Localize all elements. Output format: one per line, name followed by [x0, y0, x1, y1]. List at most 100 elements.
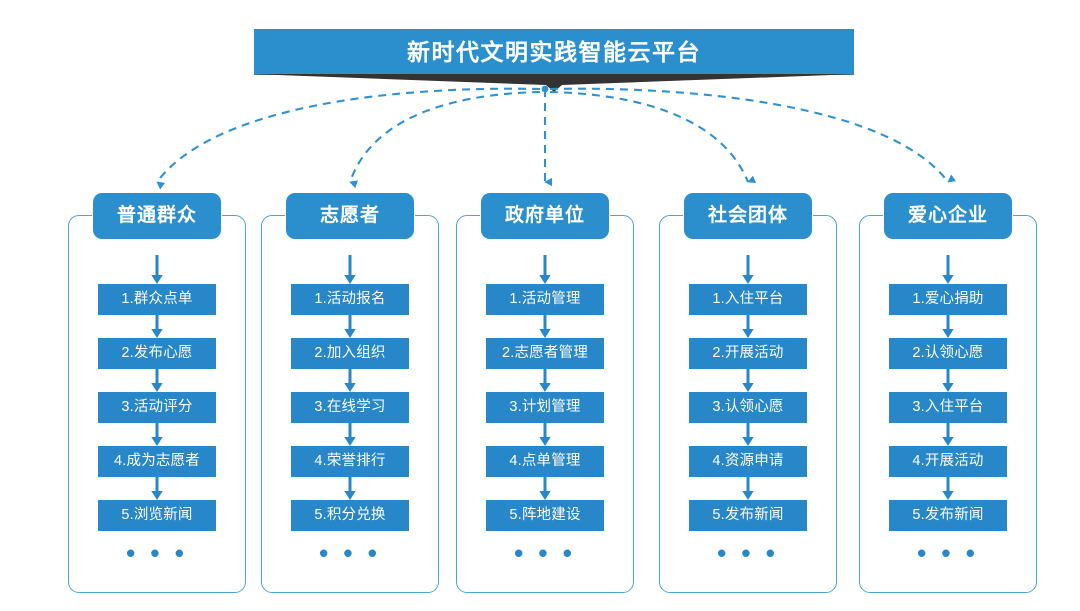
column-body-government: 1.活动管理 2.志愿者管理 3.计划管理 4.点单管理 5.阵地建设 • • • — [456, 255, 634, 568]
header-to-item-connector — [261, 255, 439, 284]
item-connector — [456, 315, 634, 338]
flow-arrow-icon — [742, 369, 754, 392]
flow-arrow-icon — [539, 477, 551, 500]
column-enterprise: 爱心企业 1.爱心捐助 2.认领心愿 3.入住平台 4.开展活动 5.发布新闻 • • • — [859, 193, 1037, 593]
flow-item-social-group-1[interactable]: 1.入住平台 — [689, 284, 807, 315]
flow-item-public-4[interactable]: 4.成为志愿者 — [98, 446, 216, 477]
flow-item-social-group-5[interactable]: 5.发布新闻 — [689, 500, 807, 531]
flow-arrow-icon — [742, 477, 754, 500]
flow-arrow-icon — [151, 255, 163, 284]
flow-arrow-icon — [942, 477, 954, 500]
flow-arrow-icon — [942, 423, 954, 446]
header-to-item-connector — [859, 255, 1037, 284]
flow-item-volunteer-1[interactable]: 1.活动报名 — [291, 284, 409, 315]
flow-item-social-group-4[interactable]: 4.资源申请 — [689, 446, 807, 477]
column-body-volunteer: 1.活动报名 2.加入组织 3.在线学习 4.荣誉排行 5.积分兑换 • • • — [261, 255, 439, 568]
flow-arrow-icon — [151, 369, 163, 392]
flow-arrow-icon — [344, 423, 356, 446]
flow-arrow-icon — [539, 255, 551, 284]
flow-item-volunteer-3[interactable]: 3.在线学习 — [291, 392, 409, 423]
flow-item-enterprise-5[interactable]: 5.发布新闻 — [889, 500, 1007, 531]
header-to-item-connector — [456, 255, 634, 284]
flow-arrow-icon — [539, 315, 551, 338]
platform-title-banner: 新时代文明实践智能云平台 — [254, 29, 854, 75]
item-connector — [659, 477, 837, 500]
item-connector — [659, 369, 837, 392]
column-social-group: 社会团体 1.入住平台 2.开展活动 3.认领心愿 4.资源申请 5.发布新闻 • • • — [659, 193, 837, 593]
flow-arrow-icon — [344, 255, 356, 284]
flow-arrow-icon — [151, 315, 163, 338]
flow-item-enterprise-3[interactable]: 3.入住平台 — [889, 392, 1007, 423]
flow-item-public-1[interactable]: 1.群众点单 — [98, 284, 216, 315]
item-connector — [261, 315, 439, 338]
item-connector — [659, 423, 837, 446]
item-connector — [859, 423, 1037, 446]
item-connector — [456, 369, 634, 392]
flow-arrow-icon — [539, 423, 551, 446]
item-connector — [68, 369, 246, 392]
item-connector — [68, 477, 246, 500]
flow-arrow-icon — [942, 315, 954, 338]
item-connector — [68, 423, 246, 446]
flow-arrow-icon — [742, 315, 754, 338]
flow-item-enterprise-4[interactable]: 4.开展活动 — [889, 446, 1007, 477]
flow-arrow-icon — [344, 315, 356, 338]
flow-item-government-1[interactable]: 1.活动管理 — [486, 284, 604, 315]
flow-item-enterprise-1[interactable]: 1.爱心捐助 — [889, 284, 1007, 315]
column-header-enterprise[interactable]: 爱心企业 — [884, 193, 1012, 239]
connector-to-social-group — [549, 90, 757, 184]
flow-arrow-icon — [742, 423, 754, 446]
column-header-social-group[interactable]: 社会团体 — [684, 193, 812, 239]
column-header-government[interactable]: 政府单位 — [481, 193, 609, 239]
flow-arrow-icon — [151, 477, 163, 500]
column-government: 政府单位 1.活动管理 2.志愿者管理 3.计划管理 4.点单管理 5.阵地建设 • • • — [456, 193, 634, 593]
more-items-ellipsis[interactable]: • • • — [319, 538, 381, 568]
flow-item-public-2[interactable]: 2.发布心愿 — [98, 338, 216, 369]
column-header-volunteer[interactable]: 志愿者 — [286, 193, 414, 239]
flow-item-government-5[interactable]: 5.阵地建设 — [486, 500, 604, 531]
item-connector — [659, 315, 837, 338]
more-items-ellipsis[interactable]: • • • — [917, 538, 979, 568]
item-connector — [68, 315, 246, 338]
flow-arrow-icon — [344, 369, 356, 392]
flow-arrow-icon — [942, 255, 954, 284]
flow-item-government-4[interactable]: 4.点单管理 — [486, 446, 604, 477]
header-to-item-connector — [659, 255, 837, 284]
flow-arrow-icon — [344, 477, 356, 500]
item-connector — [859, 369, 1037, 392]
item-connector — [261, 477, 439, 500]
connector-to-volunteer — [349, 90, 541, 189]
more-items-ellipsis[interactable]: • • • — [514, 538, 576, 568]
item-connector — [456, 423, 634, 446]
flow-arrow-icon — [539, 369, 551, 392]
flow-item-public-3[interactable]: 3.活动评分 — [98, 392, 216, 423]
column-body-enterprise: 1.爱心捐助 2.认领心愿 3.入住平台 4.开展活动 5.发布新闻 • • • — [859, 255, 1037, 568]
item-connector — [859, 315, 1037, 338]
flow-item-social-group-2[interactable]: 2.开展活动 — [689, 338, 807, 369]
flow-arrow-icon — [742, 255, 754, 284]
connector-to-enterprise — [549, 87, 957, 183]
flow-item-volunteer-4[interactable]: 4.荣誉排行 — [291, 446, 409, 477]
banner-shadow-chevron — [250, 74, 858, 92]
item-connector — [859, 477, 1037, 500]
item-connector — [261, 423, 439, 446]
flow-arrow-icon — [151, 423, 163, 446]
flow-arrow-icon — [942, 369, 954, 392]
more-items-ellipsis[interactable]: • • • — [717, 538, 779, 568]
more-items-ellipsis[interactable]: • • • — [126, 538, 188, 568]
flow-item-volunteer-2[interactable]: 2.加入组织 — [291, 338, 409, 369]
column-body-social-group: 1.入住平台 2.开展活动 3.认领心愿 4.资源申请 5.发布新闻 • • • — [659, 255, 837, 568]
flow-item-public-5[interactable]: 5.浏览新闻 — [98, 500, 216, 531]
flow-item-social-group-3[interactable]: 3.认领心愿 — [689, 392, 807, 423]
flow-item-government-2[interactable]: 2.志愿者管理 — [486, 338, 604, 369]
banner-background — [254, 29, 854, 75]
flow-item-volunteer-5[interactable]: 5.积分兑换 — [291, 500, 409, 531]
column-header-public[interactable]: 普通群众 — [93, 193, 221, 239]
connector-to-public — [156, 87, 541, 190]
flow-item-enterprise-2[interactable]: 2.认领心愿 — [889, 338, 1007, 369]
header-to-item-connector — [68, 255, 246, 284]
flow-item-government-3[interactable]: 3.计划管理 — [486, 392, 604, 423]
item-connector — [261, 369, 439, 392]
item-connector — [456, 477, 634, 500]
